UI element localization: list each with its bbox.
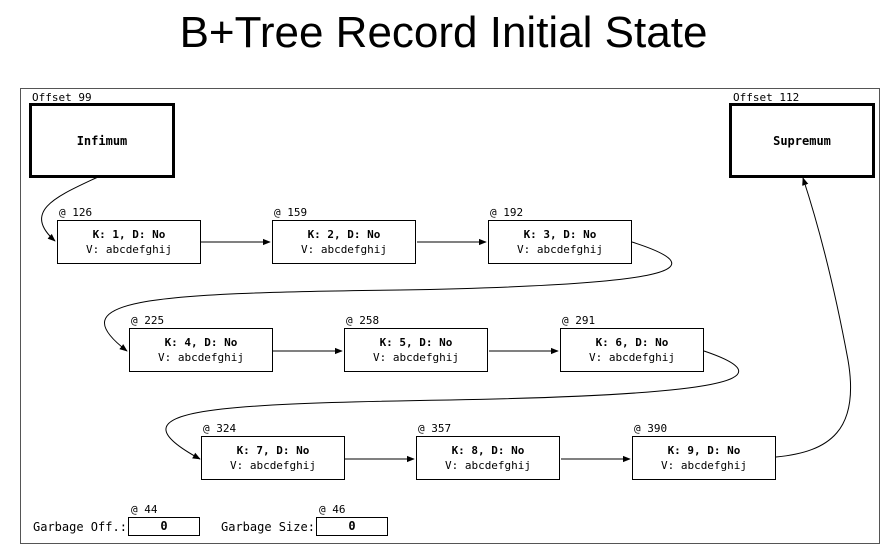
record-7-key: K: 7, D: No bbox=[236, 444, 310, 457]
record-8-value: V: abcdefghij bbox=[444, 459, 532, 472]
record-9-key: K: 9, D: No bbox=[667, 444, 741, 457]
garbage-offset-field: 0 bbox=[128, 517, 200, 536]
record-2: K: 2, D: No V: abcdefghij bbox=[272, 220, 416, 264]
infimum-box: Infimum bbox=[29, 103, 175, 178]
record-5-address: @ 258 bbox=[346, 314, 380, 327]
arrow-rec6-to-rec7 bbox=[165, 350, 739, 460]
record-7-address: @ 324 bbox=[203, 422, 237, 435]
record-3-key: K: 3, D: No bbox=[523, 228, 597, 241]
record-9-address: @ 390 bbox=[634, 422, 668, 435]
record-1: K: 1, D: No V: abcdefghij bbox=[57, 220, 201, 264]
record-9-value: V: abcdefghij bbox=[660, 459, 748, 472]
record-4: K: 4, D: No V: abcdefghij bbox=[129, 328, 273, 372]
record-8-key: K: 8, D: No bbox=[451, 444, 525, 457]
garbage-size-field: 0 bbox=[316, 517, 388, 536]
record-5-key: K: 5, D: No bbox=[379, 336, 453, 349]
record-4-key: K: 4, D: No bbox=[164, 336, 238, 349]
record-2-address: @ 159 bbox=[274, 206, 308, 219]
record-3: K: 3, D: No V: abcdefghij bbox=[488, 220, 632, 264]
record-1-key: K: 1, D: No bbox=[92, 228, 166, 241]
record-5: K: 5, D: No V: abcdefghij bbox=[344, 328, 488, 372]
record-7: K: 7, D: No V: abcdefghij bbox=[201, 436, 345, 480]
garbage-size-address: @ 46 bbox=[319, 503, 346, 516]
arrow-infimum-to-rec1 bbox=[41, 175, 101, 242]
record-3-value: V: abcdefghij bbox=[516, 243, 604, 256]
record-6-address: @ 291 bbox=[562, 314, 596, 327]
record-5-value: V: abcdefghij bbox=[372, 351, 460, 364]
record-8-address: @ 357 bbox=[418, 422, 452, 435]
record-4-value: V: abcdefghij bbox=[157, 351, 245, 364]
record-1-address: @ 126 bbox=[59, 206, 93, 219]
record-2-value: V: abcdefghij bbox=[300, 243, 388, 256]
record-6-value: V: abcdefghij bbox=[588, 351, 676, 364]
record-9: K: 9, D: No V: abcdefghij bbox=[632, 436, 776, 480]
record-6: K: 6, D: No V: abcdefghij bbox=[560, 328, 704, 372]
record-3-address: @ 192 bbox=[490, 206, 524, 219]
record-8: K: 8, D: No V: abcdefghij bbox=[416, 436, 560, 480]
record-2-key: K: 2, D: No bbox=[307, 228, 381, 241]
diagram-title: B+Tree Record Initial State bbox=[179, 8, 708, 57]
record-4-address: @ 225 bbox=[131, 314, 165, 327]
supremum-offset-label: Offset 112 bbox=[733, 91, 800, 104]
infimum-offset-label: Offset 99 bbox=[32, 91, 92, 104]
record-7-value: V: abcdefghij bbox=[229, 459, 317, 472]
garbage-size-label: Garbage Size: bbox=[221, 520, 315, 534]
garbage-offset-label: Garbage Off.: bbox=[33, 520, 127, 534]
record-6-key: K: 6, D: No bbox=[595, 336, 669, 349]
arrow-rec9-to-supremum bbox=[775, 177, 852, 458]
arrow-rec3-to-rec4 bbox=[104, 241, 673, 352]
page-frame bbox=[20, 88, 880, 544]
record-1-value: V: abcdefghij bbox=[85, 243, 173, 256]
supremum-box: Supremum bbox=[729, 103, 875, 178]
garbage-offset-address: @ 44 bbox=[131, 503, 158, 516]
